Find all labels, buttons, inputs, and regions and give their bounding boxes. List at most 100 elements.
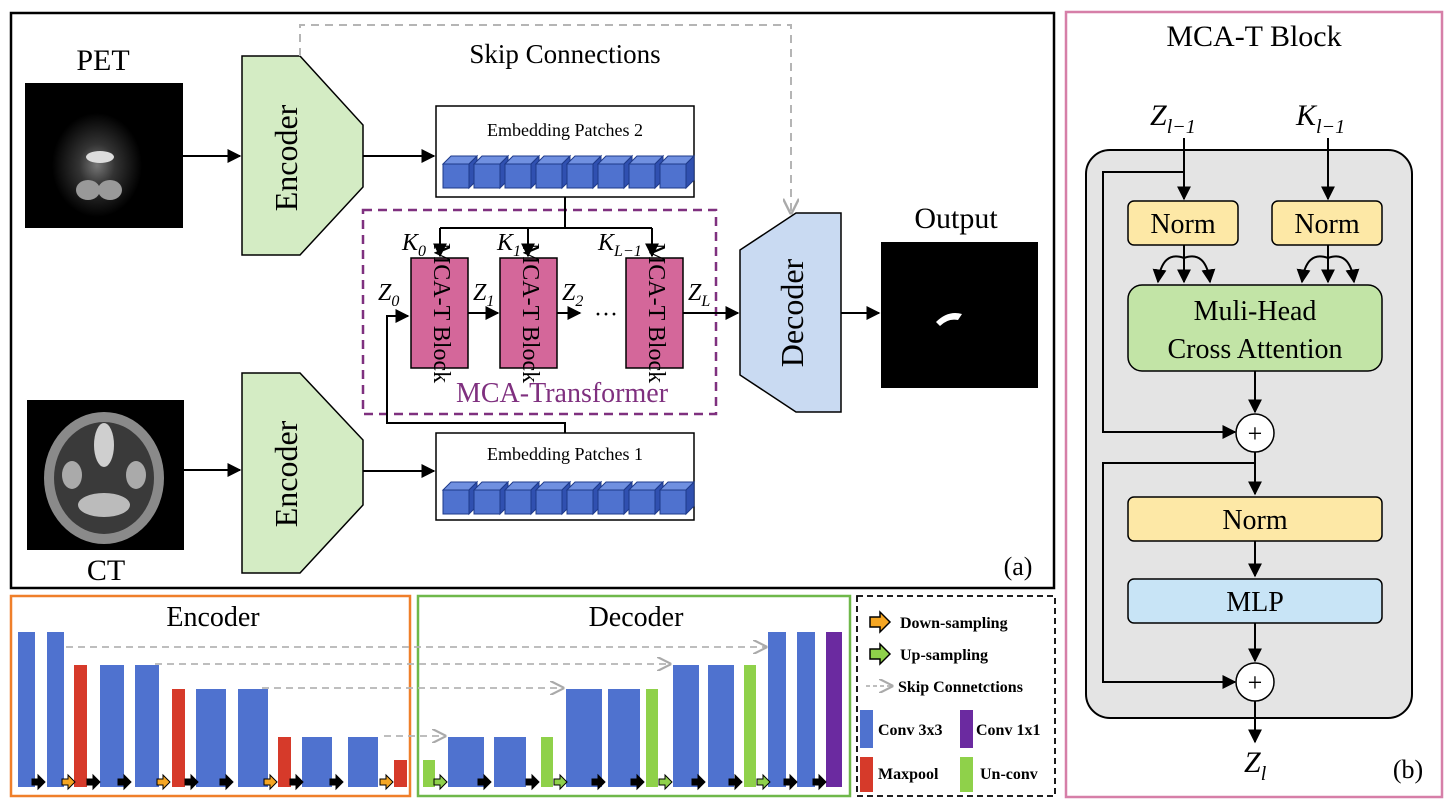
sampling-arrow — [156, 773, 171, 791]
sampling-arrow — [477, 773, 492, 791]
sampling-arrow — [329, 773, 344, 791]
sampling-arrow — [756, 773, 771, 791]
kl-label: KL−1 — [597, 230, 642, 260]
sampling-arrow — [658, 773, 673, 791]
patch-cube — [441, 480, 479, 516]
patch-cube — [565, 480, 603, 516]
sampling-arrow — [61, 773, 76, 791]
legend-frame — [856, 595, 1056, 797]
attention-line-2: Cross Attention — [1167, 334, 1342, 365]
pet-image — [25, 83, 183, 228]
norm-z-label: Norm — [1150, 209, 1216, 240]
maxpool-bar — [74, 665, 87, 787]
residual-path-1 — [1102, 171, 1237, 439]
patch-cube — [658, 480, 696, 516]
conv3-bar — [302, 737, 332, 787]
patch-cube — [503, 154, 541, 190]
output-z-label: Zl — [1244, 746, 1267, 785]
skip-connection-line — [299, 24, 791, 213]
input-z-label: Zl−1 — [1150, 99, 1196, 138]
conv3-bar — [566, 689, 602, 787]
output-label: Output — [914, 202, 998, 235]
unconv-bar — [744, 665, 756, 787]
patch-cube — [596, 480, 634, 516]
cross-attention-box: Muli-Head Cross Attention — [1127, 284, 1383, 372]
svg-text:Conv 1x1: Conv 1x1 — [976, 722, 1040, 739]
qkv-arrows-z — [1152, 245, 1216, 284]
panel-b-tag: (b) — [1393, 755, 1423, 784]
z0-input-line — [386, 309, 566, 433]
mca-t-block-2-label: MCA-T Block — [517, 243, 543, 383]
sampling-arrow — [525, 773, 540, 791]
embedding-patches-1-box: Embedding Patches 1 — [435, 432, 696, 521]
z0-label: Z0 — [378, 280, 399, 310]
conv3-bar — [494, 737, 526, 787]
sampling-arrow — [728, 773, 743, 791]
legend-down-sampling: Down-sampling — [869, 610, 1008, 634]
k1-label: K1 — [496, 230, 521, 260]
conv3-bar — [608, 689, 640, 787]
output-image — [881, 242, 1038, 388]
sampling-arrow — [184, 773, 199, 791]
sampling-arrow — [379, 773, 394, 791]
sampling-arrow — [219, 773, 234, 791]
attention-line-1: Muli-Head — [1194, 296, 1317, 327]
maxpool-bar — [394, 760, 407, 787]
add-node-2: + — [1235, 662, 1275, 702]
patch-cube — [503, 480, 541, 516]
conv3-bar — [348, 737, 378, 787]
norm-box-k: Norm — [1271, 200, 1383, 246]
legend-unconv: Un-conv — [960, 757, 1038, 792]
sampling-arrow — [783, 773, 798, 791]
sampling-arrow — [553, 773, 568, 791]
conv3-bar — [797, 632, 815, 787]
decoder-label: Decoder — [774, 258, 810, 367]
panel-a-frame — [9, 11, 1056, 590]
conv1-bar — [826, 632, 842, 787]
patch-cube — [627, 480, 665, 516]
conv3-bar — [673, 665, 699, 787]
sampling-arrow — [31, 773, 46, 791]
patch-cube — [534, 154, 572, 190]
sampling-arrow — [591, 773, 606, 791]
svg-text:+: + — [1248, 419, 1263, 448]
legend-maxpool: Maxpool — [860, 757, 939, 792]
legend-conv1: Conv 1x1 — [960, 710, 1040, 748]
sampling-arrow — [263, 773, 278, 791]
svg-text:Up-sampling: Up-sampling — [900, 647, 988, 664]
ellipsis: ··· — [594, 302, 618, 328]
maxpool-bar — [278, 737, 291, 787]
panel-a-tag: (a) — [1004, 552, 1033, 581]
norm-mlp-label: Norm — [1222, 505, 1288, 536]
unconv-bar — [423, 760, 435, 787]
qkv-arrows-k — [1296, 245, 1360, 284]
residual-path-2 — [1102, 462, 1255, 689]
patch-cube — [596, 154, 634, 190]
panel-b-frame — [1064, 10, 1444, 799]
encoder-detail-frame — [9, 594, 412, 798]
sampling-arrow — [289, 773, 304, 791]
svg-text:Skip Connetctions: Skip Connetctions — [898, 679, 1023, 696]
patch-cube — [658, 154, 696, 190]
maxpool-bar — [172, 689, 185, 787]
norm-box-mlp: Norm — [1127, 496, 1383, 542]
patch-row-2 — [441, 154, 696, 190]
sampling-arrow — [86, 773, 101, 791]
mca-t-block-1: MCA-T Block — [410, 243, 469, 383]
conv3-bar — [18, 632, 35, 787]
mca-t-block-2: MCA-T Block — [499, 243, 558, 383]
unconv-bar — [646, 689, 658, 787]
norm-box-z: Norm — [1127, 200, 1239, 246]
z2-label: Z2 — [562, 280, 583, 310]
conv3-bar — [768, 632, 786, 787]
mca-transformer-label: MCA-Transformer — [456, 378, 669, 409]
conv3-bar — [135, 665, 159, 787]
bottom-sampling-arrows — [31, 773, 827, 791]
svg-text:Un-conv: Un-conv — [980, 766, 1038, 783]
mca-t-block-l-label: MCA-T Block — [643, 243, 669, 383]
legend-up-sampling: Up-sampling — [869, 642, 988, 666]
unconv-bar — [541, 737, 553, 787]
patch-cube — [441, 154, 479, 190]
svg-text:Maxpool: Maxpool — [878, 766, 939, 783]
